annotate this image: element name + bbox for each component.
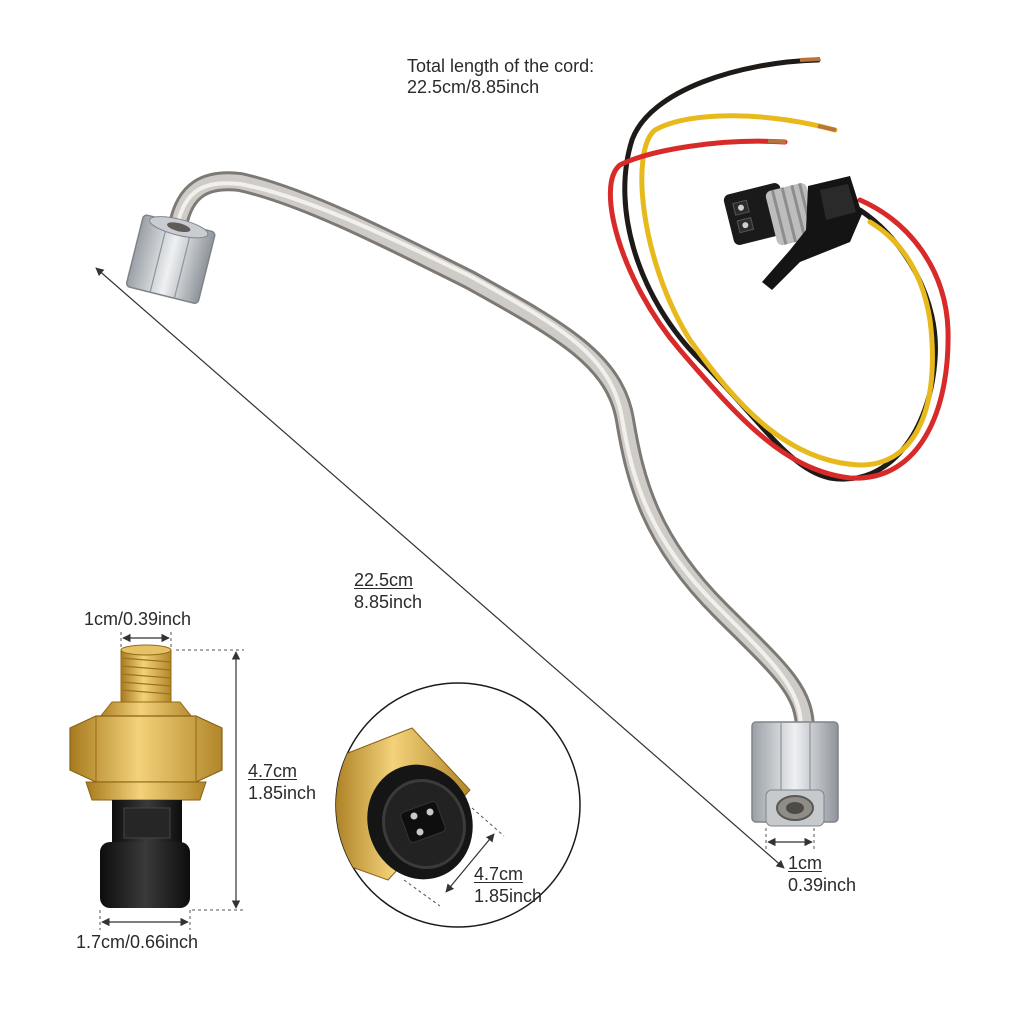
sensor-height-cm: 4.7cm bbox=[248, 761, 298, 781]
pressure-sensor bbox=[69, 644, 223, 908]
pipe-nut-bottom bbox=[751, 721, 839, 827]
pipe-length-dimension-line bbox=[95, 267, 785, 869]
nut-width-inch: 0.39inch bbox=[788, 875, 857, 895]
pipe-nut-top bbox=[125, 214, 216, 304]
plug-size-inch: 1.85inch bbox=[474, 886, 543, 906]
plug-size-cm: 4.7cm bbox=[474, 864, 524, 884]
wiring-harness bbox=[607, 57, 951, 482]
base-width-label: 1.7cm/0.66inch bbox=[76, 932, 199, 952]
cord-length-title: Total length of the cord: bbox=[407, 56, 595, 76]
nut-width-dimension bbox=[765, 828, 815, 850]
sensor-height-inch: 1.85inch bbox=[248, 783, 317, 803]
pipe-length-inch: 8.85inch bbox=[354, 592, 423, 612]
sensor-dimensions bbox=[99, 632, 244, 930]
cord-length-value: 22.5cm/8.85inch bbox=[407, 77, 540, 97]
black-wire-tip bbox=[799, 57, 821, 62]
steel-pipe bbox=[168, 171, 815, 740]
yellow-wire bbox=[639, 113, 935, 468]
yellow-wire-tip bbox=[817, 124, 837, 132]
nut-width-cm: 1cm bbox=[788, 853, 823, 873]
plug-detail-view bbox=[335, 682, 581, 928]
wire-connector bbox=[723, 176, 862, 290]
red-wire-tip bbox=[767, 139, 787, 144]
thread-width-label: 1cm/0.39inch bbox=[84, 609, 192, 629]
pipe-length-cm: 22.5cm bbox=[354, 570, 414, 590]
